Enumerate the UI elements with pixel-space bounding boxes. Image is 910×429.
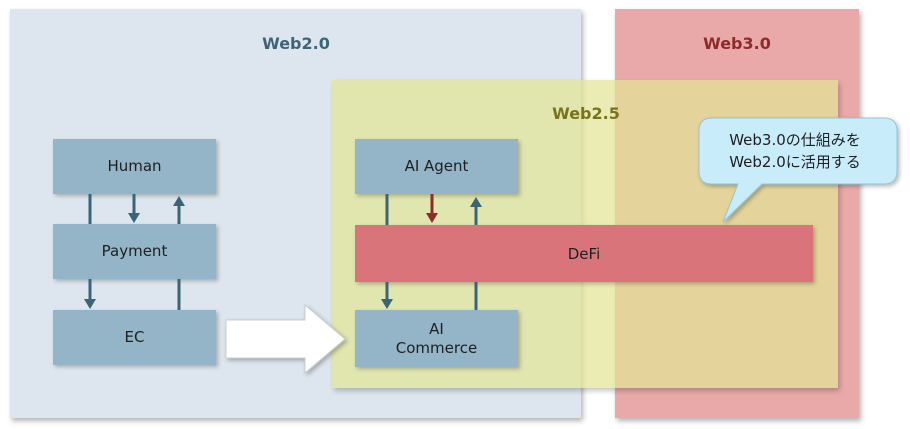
agent-to-defi-arrow [426,194,438,223]
payment-to-ec-arrow [84,279,96,309]
web25-title: Web2.5 [552,104,620,123]
callout-line1: Web3.0の仕組みを [729,131,861,149]
payment-to-human-arrow [173,196,185,224]
ai-commerce-box: AI Commerce [355,310,518,367]
callout-bubble [698,117,898,223]
transition-arrow-icon [225,303,346,375]
ai-agent-label: AI Agent [404,157,469,175]
ec-label: EC [124,328,145,346]
defi-box: DeFi [355,225,813,282]
payment-box: Payment [53,224,216,279]
human-label: Human [107,157,162,175]
payment-label: Payment [101,242,168,260]
defi-label: DeFi [567,244,601,263]
human-to-payment-arrow [128,194,140,223]
callout-line2: Web2.0に活用する [729,153,861,171]
ai-commerce-label-line2: Commerce [395,338,478,357]
web30-title: Web3.0 [703,34,771,53]
ai-commerce-label-line1: AI [429,319,444,338]
web20-title: Web2.0 [262,34,330,53]
defi-to-agent-arrow [470,197,482,225]
defi-to-commerce-arrow [381,282,393,309]
human-box: Human [53,139,216,194]
callout-text: Web3.0の仕組みを Web2.0に活用する [700,118,890,184]
ai-agent-box: AI Agent [355,139,518,194]
ec-box: EC [53,310,216,365]
